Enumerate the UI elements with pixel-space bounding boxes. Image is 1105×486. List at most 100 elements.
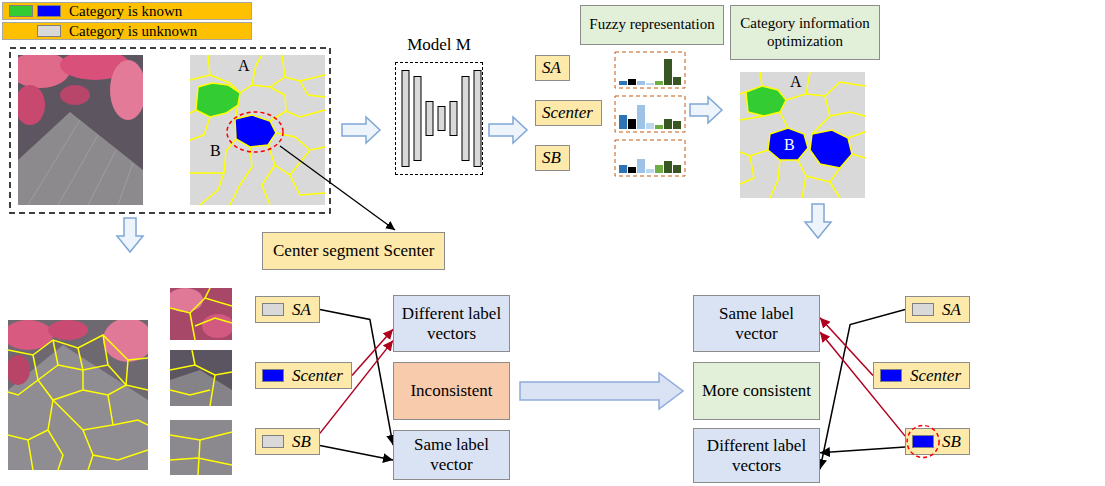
segment-map [190, 117, 210, 140]
aerial-photo [58, 135, 98, 205]
node-text: SA [942, 300, 961, 320]
segmented-image [108, 360, 128, 385]
segment-crop [170, 432, 232, 475]
category-swatch [912, 435, 934, 448]
callout-box: Center segment Scenter [262, 232, 445, 270]
node-text: Scenter [292, 366, 343, 386]
legend-swatch [37, 25, 61, 37]
segment-tag: SA [535, 55, 570, 81]
segmented-image [38, 370, 83, 400]
fuzzy-histogram [637, 105, 645, 129]
fuzzy-histogram [615, 96, 685, 132]
category-swatch [262, 435, 284, 448]
segment-tag: Scenter [255, 362, 352, 389]
segment-tag: SB [905, 428, 970, 455]
segmented-image [88, 455, 93, 470]
segment-map [190, 55, 325, 205]
segment-map [830, 182, 840, 198]
node-text: Scenter [542, 103, 593, 123]
segment-crop [170, 298, 232, 313]
fuzzy-histogram [615, 52, 685, 88]
state-box: Inconsistent [393, 362, 510, 420]
segmented-image [8, 400, 53, 440]
aerial-photo [110, 60, 143, 120]
node-text: Model M [407, 35, 471, 55]
label-link [820, 447, 905, 453]
segment-map [276, 133, 325, 150]
fuzzy-histogram [655, 165, 663, 173]
segment-crop [170, 420, 232, 475]
node-text: SB [542, 148, 561, 168]
segmented-image [8, 335, 148, 360]
segment-crop [205, 288, 210, 298]
label-vector-box: Same label vector [693, 295, 820, 352]
segment-map [830, 112, 865, 116]
label-link [352, 329, 393, 375]
segment-tag: SB [535, 145, 570, 171]
category-swatch [912, 303, 934, 316]
segment-crop [170, 420, 232, 475]
fuzzy-histogram [615, 140, 685, 176]
segment-map [300, 81, 325, 97]
segment-tag: Scenter [873, 362, 970, 389]
node-text: Scenter [910, 366, 961, 386]
region-label: B [208, 142, 223, 160]
fuzzy-histogram [628, 119, 636, 129]
segment-crop [202, 314, 232, 338]
segment-map [270, 110, 325, 121]
region-label: B [782, 136, 797, 154]
segment-map [780, 112, 788, 128]
node-text: SB [292, 432, 311, 452]
legend-row: Category is known [2, 2, 252, 20]
fuzzy-histogram [619, 81, 627, 85]
fuzzy-histogram [615, 52, 685, 88]
node-text: Fuzzy representation [589, 16, 714, 33]
highlight-ring [907, 426, 939, 458]
fuzzy-histogram [673, 77, 681, 85]
segment-map [290, 175, 325, 195]
segment-crop [170, 365, 232, 375]
fuzzy-histogram [619, 115, 627, 129]
segment-tag: SA [905, 296, 970, 323]
node-text: SB [942, 432, 961, 452]
segment-map [740, 72, 865, 198]
aerial-photo [60, 85, 90, 105]
segment-map [235, 115, 276, 147]
segment-map [806, 82, 865, 96]
network-layers [426, 102, 433, 136]
fuzzy-histogram [628, 167, 636, 173]
network-layers [402, 71, 409, 167]
segment-crop [170, 350, 232, 406]
category-swatch [880, 369, 902, 382]
aerial-photo [118, 163, 133, 205]
segment-map [848, 132, 865, 138]
input-frame [10, 48, 330, 213]
aerial-photo [18, 55, 143, 205]
segment-crop [170, 288, 232, 340]
node-text: Same label vector [400, 435, 503, 474]
segment-map [190, 55, 325, 205]
label-link [820, 318, 873, 376]
fuzzy-histogram [655, 81, 663, 85]
segmented-image [8, 345, 148, 470]
node-text: Category information optimization [739, 15, 871, 50]
label-vector-box: Different label vectors [393, 295, 510, 352]
flow-arrow [805, 204, 831, 238]
segmented-image [53, 395, 113, 430]
segmented-image [48, 320, 88, 340]
segment-map [740, 72, 865, 198]
network-layers [438, 107, 445, 131]
aerial-photo [88, 150, 116, 205]
fuzzy-histogram [655, 125, 663, 129]
flow-arrow [117, 218, 143, 252]
segment-map [230, 147, 252, 205]
node-text: Different label vectors [700, 436, 813, 475]
segment-map [190, 55, 325, 205]
segment-map [200, 173, 224, 205]
category-swatch [262, 369, 284, 382]
segment-crop [195, 318, 232, 326]
fuzzy-histogram [628, 79, 636, 85]
category-swatch [262, 303, 284, 316]
segment-crop [170, 288, 203, 312]
segment-map [810, 130, 852, 168]
